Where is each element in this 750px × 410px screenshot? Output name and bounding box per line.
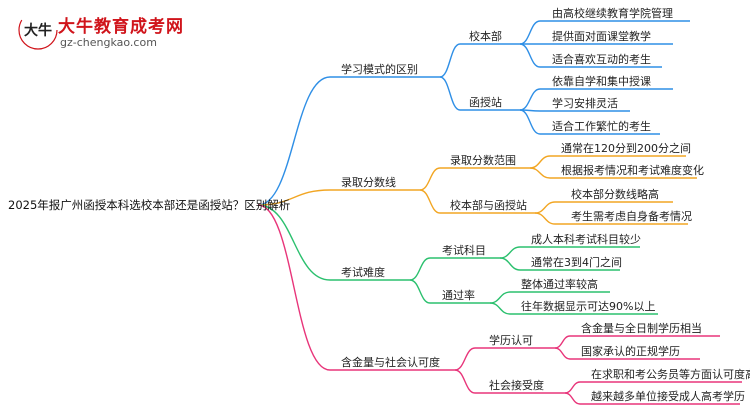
sub-connector: [419, 189, 441, 214]
sub-connector: [409, 279, 431, 304]
sub-social-acceptance: 社会接受度: [489, 379, 544, 392]
logo-mark-icon: 大牛: [16, 8, 60, 52]
sub-connector: [439, 43, 461, 78]
leaf: 适合喜欢互动的考生: [552, 53, 651, 66]
leaf: 学习安排灵活: [552, 97, 618, 110]
leaf-connector: [499, 257, 521, 271]
sub-degree-recognition: 学历认可: [489, 334, 533, 347]
sub-main-campus: 校本部: [469, 30, 502, 43]
sub-connector: [439, 76, 461, 111]
leaf: 成人本科考试科目较少: [531, 233, 641, 246]
leaf: 通常在3到4门之间: [531, 256, 622, 269]
logo-url: gz-chengkao.com: [60, 36, 157, 49]
sub-score-range: 录取分数范围: [450, 154, 516, 167]
branch-study-mode: 学习模式的区别: [341, 63, 418, 76]
branch-connector: [257, 76, 331, 206]
sub-campus-vs-station: 校本部与函授站: [450, 199, 527, 212]
leaf: 往年数据显示可达90%以上: [521, 300, 656, 313]
leaf-connector: [519, 88, 541, 111]
sub-correspondence-station: 函授站: [469, 96, 502, 109]
leaf-connector: [564, 381, 581, 394]
leaf-connector: [519, 109, 541, 135]
branch-recognition: 含金量与社会认可度: [341, 356, 440, 369]
sub-connector: [409, 257, 431, 281]
leaf-connector: [489, 291, 511, 304]
leaf: 通常在120分到200分之间: [561, 142, 691, 155]
leaf: 含金量与全日制学历相当: [581, 322, 702, 335]
branch-exam-difficulty: 考试难度: [341, 266, 385, 279]
leaf-connector: [519, 20, 541, 45]
leaf: 在求职和考公务员等方面认可度高: [591, 368, 750, 381]
branch-connector: [257, 204, 331, 281]
leaf-connector: [529, 155, 551, 169]
logo-title: 大牛教育成考网: [58, 17, 184, 37]
site-logo[interactable]: 大牛 大牛教育成考网 gz-chengkao.com: [6, 6, 196, 56]
leaf: 校本部分数线略高: [571, 188, 659, 201]
leaf: 国家承认的正规学历: [581, 345, 680, 358]
branch-connector: [257, 204, 331, 371]
leaf-connector: [499, 246, 521, 259]
root-topic: 2025年报广州函授本科选校本部还是函授站？区别解析: [8, 198, 291, 212]
leaf: 根据报考情况和考试难度变化: [561, 164, 704, 177]
branch-cutoff-score: 录取分数线: [341, 176, 396, 189]
leaf: 适合工作繁忙的考生: [552, 120, 651, 133]
leaf-connector: [534, 201, 556, 214]
sub-connector: [454, 369, 476, 394]
leaf: 依靠自学和集中授课: [552, 75, 651, 88]
leaf: 由高校继续教育学院管理: [552, 7, 673, 20]
sub-connector: [454, 347, 476, 371]
leaf-connector: [529, 167, 551, 179]
svg-text:大牛: 大牛: [24, 22, 52, 39]
leaf: 整体通过率较高: [521, 278, 598, 291]
sub-exam-subjects: 考试科目: [442, 244, 486, 257]
leaf-connector: [564, 392, 581, 405]
leaf-connector: [554, 347, 571, 360]
leaf: 越来越多单位接受成人高考学历: [591, 390, 745, 403]
leaf-connector: [554, 335, 571, 349]
sub-connector: [419, 167, 441, 191]
leaf-connector: [489, 302, 511, 315]
leaf-connector: [534, 212, 556, 225]
leaf: 考生需考虑自身备考情况: [571, 210, 692, 223]
branch-connector: [257, 189, 331, 206]
leaf-connector: [519, 43, 541, 68]
sub-pass-rate: 通过率: [442, 289, 475, 302]
leaf: 提供面对面课堂教学: [552, 30, 651, 43]
